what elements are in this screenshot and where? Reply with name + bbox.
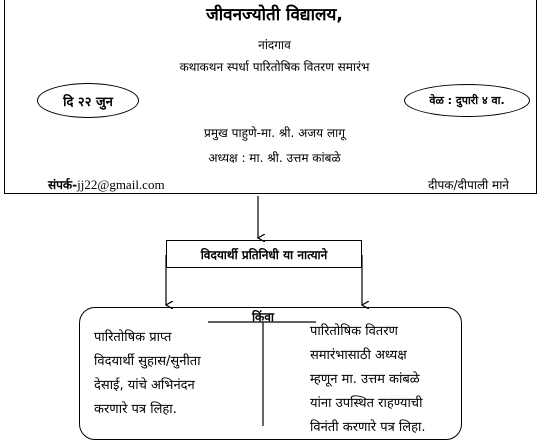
options-box <box>79 307 462 440</box>
option-right-line: पारितोषिक वितरण <box>310 324 398 339</box>
time-badge: वेळ : दुपारी ४ वा. <box>404 84 530 117</box>
school-name: जीवनज्योती विद्यालय, <box>206 5 343 25</box>
option-right: पारितोषिक वितरण समारंभासाठी अध्यक्ष म्हण… <box>310 320 426 440</box>
role-box: विदयार्थी प्रतिनिधी या नात्याने <box>166 240 362 268</box>
event-name: कथाकथन स्पर्धा पारितोषिक वितरण समारंभ <box>179 60 370 74</box>
date-text: दि २२ जुन <box>63 94 113 110</box>
option-right-line: समारंभासाठी अध्यक्ष <box>310 348 407 363</box>
option-left-line: देसाई, यांचे अभिनंदन <box>94 378 195 393</box>
option-right-line: म्हणून मा. उत्तम कांबळे <box>310 372 420 387</box>
option-right-line: यांना उपस्थित राहण्याची <box>310 396 423 411</box>
president: अध्यक्ष : मा. श्री. उत्तम कांबळे <box>208 151 341 165</box>
date-badge: दि २२ जुन <box>37 83 139 118</box>
option-left-line: करणारे पत्र लिहा. <box>94 402 177 417</box>
role-text: विदयार्थी प्रतिनिधी या नात्याने <box>200 247 328 262</box>
invitation-box <box>4 0 537 194</box>
time-text: वेळ : दुपारी ४ वा. <box>429 94 505 107</box>
place-name: नांदगाव <box>258 38 291 52</box>
option-right-line: विनंती करणारे पत्र लिहा. <box>310 420 426 435</box>
signature: दीपक/दीपाली माने <box>428 178 509 192</box>
contact: संपर्क-jj22@gmail.com <box>48 176 165 193</box>
option-left-line: विदयार्थी सुहास/सुनीता <box>94 354 201 369</box>
contact-label: संपर्क- <box>48 178 78 192</box>
option-left-line: पारितोषिक प्राप्त <box>94 330 172 345</box>
contact-email: jj22@gmail.com <box>77 177 165 192</box>
or-label: किंवा <box>251 310 275 324</box>
chief-guest: प्रमुख पाहुणे-मा. श्री. अजय लागू <box>204 126 345 140</box>
option-left: पारितोषिक प्राप्त विदयार्थी सुहास/सुनीता… <box>94 326 201 422</box>
